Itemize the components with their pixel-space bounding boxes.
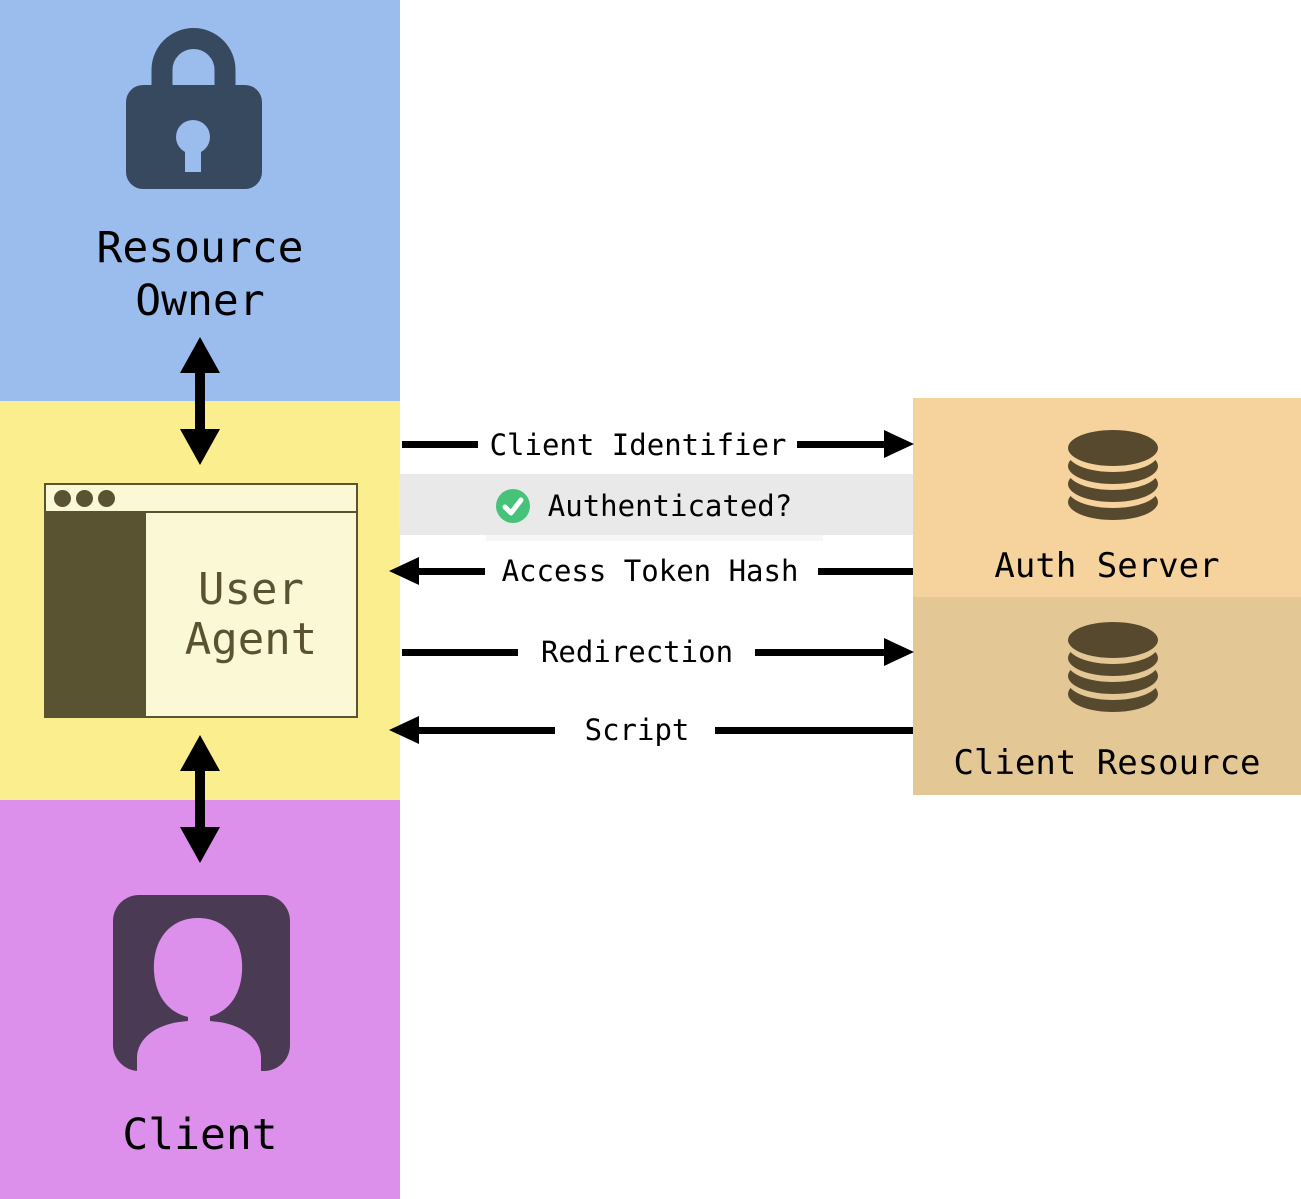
browser-body: User Agent: [46, 513, 356, 716]
client-title: Client: [122, 1110, 278, 1160]
arrow-right-icon: [884, 638, 914, 666]
browser-sidebar: [46, 513, 146, 716]
client-identifier-label: Client Identifier: [489, 428, 787, 462]
database-icon: [1068, 622, 1158, 712]
script-line-right: [715, 727, 913, 734]
auth-server-title: Auth Server: [994, 546, 1220, 586]
user-agent-line2: Agent: [184, 613, 318, 665]
lock-icon: [126, 28, 262, 189]
resource-owner-lane: [0, 0, 400, 401]
authenticated-band-strip: [486, 535, 823, 541]
access-token-hash-label: Access Token Hash: [501, 554, 799, 588]
script-label: Script: [584, 713, 690, 747]
authenticated-band: [399, 474, 913, 535]
arrow-left-icon: [389, 557, 419, 585]
client-resource-title: Client Resource: [953, 743, 1261, 783]
window-dot-icon: [54, 489, 71, 507]
redirection-line-right: [755, 649, 886, 656]
client-identifier-line-right: [797, 441, 886, 448]
access-token-hash-line-left: [417, 568, 485, 575]
arrow-right-icon: [884, 430, 914, 458]
redirection-line-left: [402, 649, 518, 656]
arrow-up-down-icon: [180, 337, 220, 465]
authenticated-label: Authenticated?: [547, 489, 793, 523]
script-line-left: [417, 727, 555, 734]
user-agent-line1: User: [198, 563, 304, 615]
browser-window: User Agent: [44, 483, 358, 718]
person-icon: [113, 895, 290, 1071]
database-icon: [1068, 430, 1158, 520]
user-agent-title: User Agent: [146, 513, 356, 716]
resource-owner-line1: Resource: [96, 223, 304, 273]
access-token-hash-line-right: [818, 568, 913, 575]
arrow-left-icon: [389, 716, 419, 744]
arrow-up-down-icon: [180, 735, 220, 863]
window-dot-icon: [98, 489, 115, 507]
client-identifier-line-left: [402, 441, 478, 448]
redirection-label: Redirection: [540, 635, 734, 669]
browser-titlebar: [46, 485, 356, 513]
check-circle-icon: [496, 489, 530, 523]
resource-owner-line2: Owner: [135, 276, 265, 326]
resource-owner-title: Resource Owner: [0, 222, 400, 328]
window-dot-icon: [76, 489, 93, 507]
